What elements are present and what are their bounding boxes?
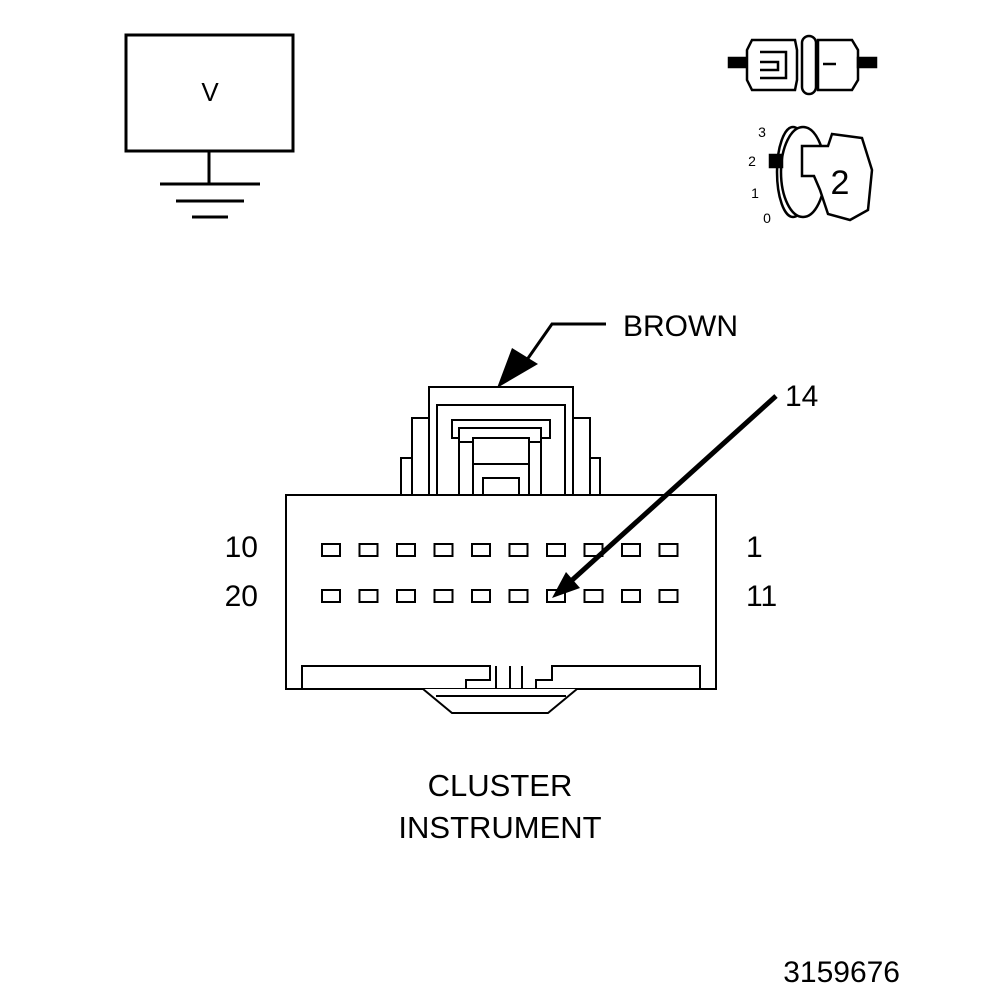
pin-cavity [508,543,529,557]
ignition-position-2: 2 [748,153,756,169]
voltmeter-symbol: V [201,77,219,107]
pin-cavity [396,589,416,603]
connector-body [285,494,717,714]
ground-icon [160,182,260,219]
ignition-position-0: 0 [763,210,771,226]
pin-14-callout-arrow [552,394,778,598]
ignition-selected-position: 2 [831,164,850,202]
pin-callout-label: 14 [785,380,818,413]
color-callout-arrow [522,322,606,365]
pin-cavity [321,589,341,603]
connector-disconnected-icon [727,34,878,96]
pin-cavity [396,543,416,557]
pin-cavity [546,543,566,557]
pin-cavity [471,589,491,603]
ignition-key-icon [800,132,874,222]
ignition-position-1: 1 [751,185,759,201]
pin-cavity [583,589,604,603]
voltmeter-box [124,33,295,153]
pin-cavity [621,589,641,603]
pin-cavity [321,543,341,557]
pin-cavity [471,543,491,557]
pin-cavity [433,543,454,557]
connector-color-label: BROWN [623,310,738,343]
pin-label-top-right: 1 [746,531,763,564]
component-name-line2: INSTRUMENT [398,810,601,845]
pin-cavity [658,543,679,557]
pin-cavity [358,543,379,557]
ignition-position-3: 3 [758,124,766,140]
color-callout-arrowhead [497,348,538,388]
pin-cavity [433,589,454,603]
pin-cavity [621,543,641,557]
figure-id: 3159676 [783,956,900,989]
component-name-line1: CLUSTER [428,768,573,803]
pin-label-bottom-left: 20 [225,580,258,613]
pin-label-top-left: 10 [225,531,258,564]
pin-cavity [508,589,529,603]
pin-cavity [358,589,379,603]
ignition-switch-icon [768,125,874,222]
connector-latch [400,386,601,497]
ignition-position-marker [768,153,784,169]
connector-pins [321,543,679,603]
pin-label-bottom-right: 11 [746,580,777,613]
pin-cavity [658,589,679,603]
voltmeter-icon [124,33,295,184]
